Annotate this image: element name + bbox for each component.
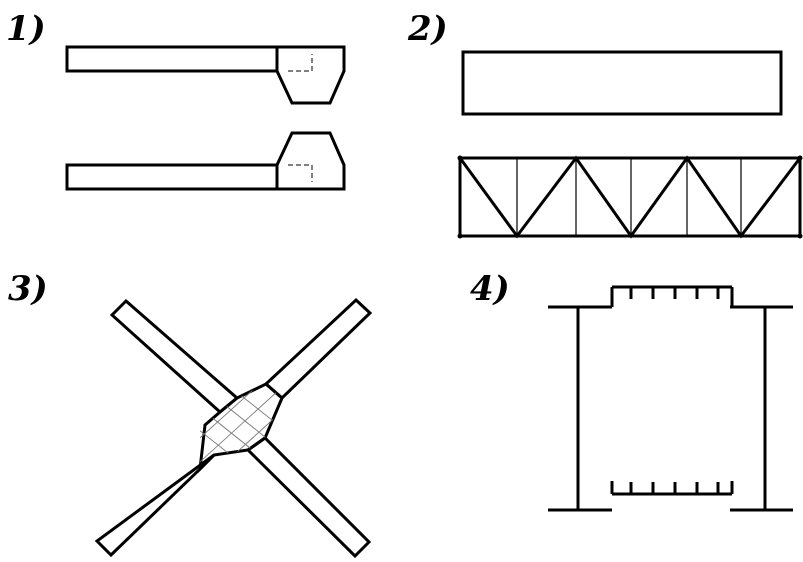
panel-2-beam-and-truss (457, 50, 803, 239)
solid-beam (461, 50, 783, 116)
beam-top (65, 45, 346, 105)
beam-bottom (65, 131, 346, 191)
panel-1-beams (65, 45, 346, 191)
panel-label-4: 4) (470, 269, 510, 309)
panel-label-1: 1) (6, 9, 46, 49)
truss (457, 155, 803, 239)
panel-label-2: 2) (407, 9, 448, 49)
panel-3-cross-joint (94, 297, 373, 559)
panel-4-frame (548, 285, 793, 512)
gusset-plate (198, 382, 284, 474)
panel-label-3: 3) (8, 269, 48, 309)
